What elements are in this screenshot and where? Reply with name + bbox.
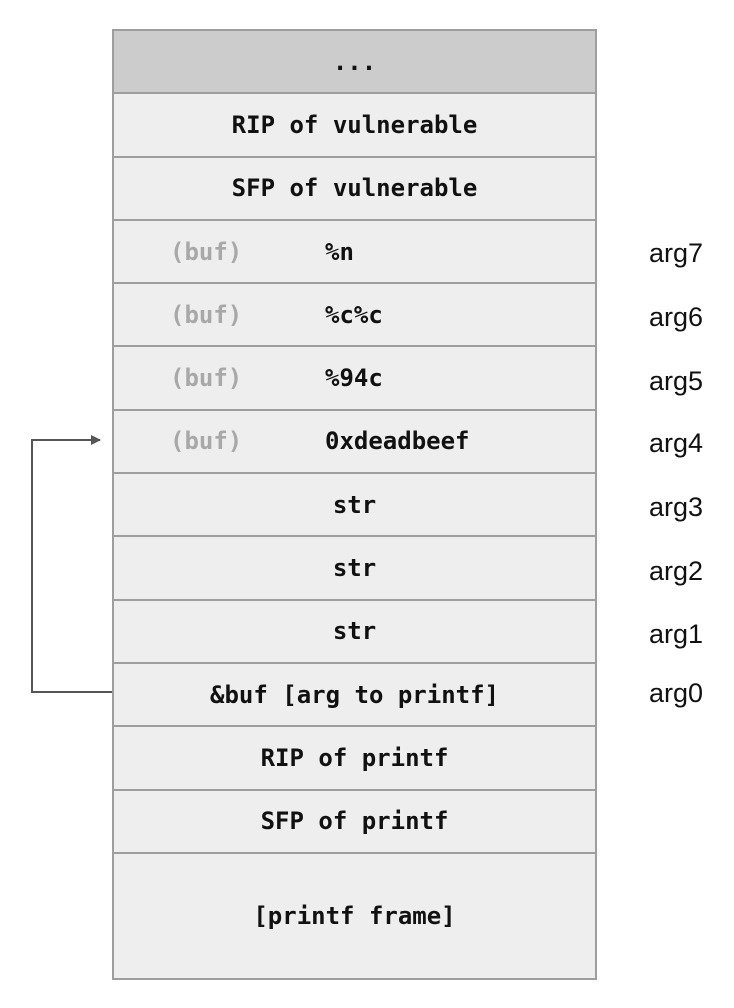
arg-label-arg5: arg5 (649, 366, 704, 396)
stack-row-text: str (332, 617, 377, 646)
arg-label-arg3: arg3 (649, 492, 704, 522)
stack-row-sfp-vulnerable: SFP of vulnerable (114, 157, 595, 221)
stack-row-deadbeef: (buf) 0xdeadbeef (114, 410, 595, 475)
stack-row-sfp-printf: SFP of printf (114, 790, 595, 854)
stack-row-ellipsis: ... (114, 31, 595, 95)
buf-tag: (buf) (170, 427, 243, 456)
stack-row-rip-printf: RIP of printf (114, 727, 595, 791)
stack-row-text: &buf [arg to printf] (210, 680, 499, 709)
arg-label-arg4: arg4 (649, 428, 704, 458)
stack-row-percent-c-c: (buf) %c%c (114, 284, 595, 348)
stack-row-rip-vulnerable: RIP of vulnerable (114, 94, 595, 158)
stack-row-printf-frame: [printf frame] (114, 853, 595, 978)
stack-row-text: RIP of vulnerable (231, 110, 478, 139)
stack-row-percent-n: (buf) %n (114, 220, 595, 285)
arg-label-arg0: arg0 (649, 678, 704, 708)
stack-row-text: str (332, 554, 377, 583)
arg-label-arg7: arg7 (649, 238, 704, 268)
stack-row-text: RIP of printf (260, 743, 449, 772)
stack-row-text: SFP of vulnerable (231, 174, 478, 203)
arg-label-arg2: arg2 (649, 556, 704, 586)
buf-tag: (buf) (170, 364, 243, 393)
buf-tag: (buf) (170, 237, 243, 266)
stack-row-text: %94c (325, 364, 383, 393)
stack-row-text: %c%c (325, 300, 383, 329)
stack-row-text: 0xdeadbeef (325, 427, 470, 456)
stack-row-percent-94c: (buf) %94c (114, 347, 595, 411)
buf-tag: (buf) (170, 300, 243, 329)
stack-row-text: %n (325, 237, 354, 266)
stack-row-str-arg1: str (114, 600, 595, 664)
stack-row-text: SFP of printf (260, 807, 449, 836)
stack-row-str-arg3: str (114, 474, 595, 538)
pointer-arrow-line (31, 435, 112, 693)
stack-row-str-arg2: str (114, 537, 595, 601)
stack-row-text: str (332, 490, 377, 519)
arg-label-arg1: arg1 (649, 619, 704, 649)
stack-row-buf-pointer: &buf [arg to printf] (114, 663, 595, 728)
stack-diagram: ... RIP of vulnerable SFP of vulnerable … (112, 29, 597, 980)
stack-row-text: [printf frame] (253, 901, 456, 930)
stack-row-text: ... (332, 47, 377, 76)
arg-label-arg6: arg6 (649, 302, 704, 332)
